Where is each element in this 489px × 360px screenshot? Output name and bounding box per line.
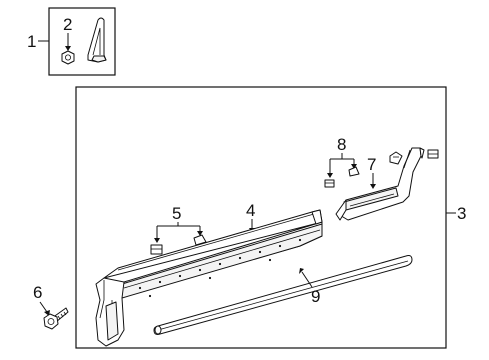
nut-part[interactable] — [61, 50, 75, 65]
bracket-part[interactable] — [87, 17, 107, 63]
bolt-part[interactable] — [43, 307, 69, 330]
leader-9 — [301, 271, 313, 288]
callout-9[interactable]: 9 — [311, 287, 320, 306]
clip-7-side[interactable] — [427, 149, 439, 159]
arrow-8a — [327, 173, 333, 178]
rocker-molding-part[interactable] — [95, 209, 323, 347]
assembly-frame — [75, 86, 447, 349]
callout-1[interactable]: 1 — [27, 32, 36, 51]
clip-8b[interactable] — [348, 166, 360, 177]
leader-6 — [39, 301, 48, 313]
arrow-9 — [299, 268, 304, 274]
arrow-2 — [65, 46, 71, 51]
callout-6[interactable]: 6 — [33, 283, 42, 302]
leader-5 — [156, 222, 201, 240]
arrow-5b — [197, 231, 203, 236]
arrow-7 — [370, 184, 376, 189]
callout-8[interactable]: 8 — [337, 135, 346, 154]
callout-3[interactable]: 3 — [457, 204, 466, 223]
arrow-5a — [154, 238, 160, 243]
clip-8a[interactable] — [324, 179, 335, 188]
front-extension-part[interactable] — [335, 147, 425, 221]
kit-frame — [48, 7, 116, 76]
clip-5a[interactable] — [150, 244, 163, 255]
callout-4[interactable]: 4 — [246, 201, 255, 220]
leader-8 — [329, 153, 355, 175]
callout-2[interactable]: 2 — [63, 15, 72, 34]
clip-5b[interactable] — [193, 234, 207, 246]
callout-5[interactable]: 5 — [172, 204, 181, 223]
clip-7-top[interactable] — [389, 151, 403, 165]
lower-strip-part[interactable] — [153, 255, 413, 335]
callout-7[interactable]: 7 — [367, 155, 376, 174]
arrow-8b — [351, 164, 357, 169]
